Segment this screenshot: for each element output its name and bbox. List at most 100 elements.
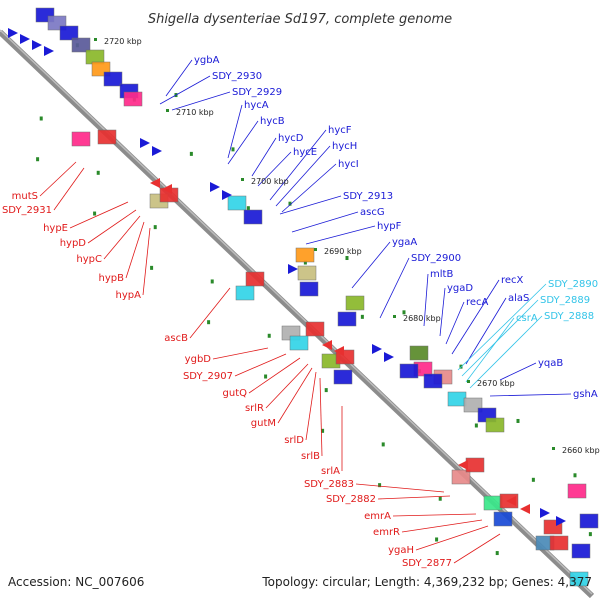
track-dot (150, 265, 154, 270)
track-dot (207, 320, 211, 325)
label-connector (379, 257, 410, 319)
gene-feature (297, 265, 317, 281)
forward-arrow (288, 264, 298, 274)
scale-tick-label: 2690 kbp (324, 247, 362, 256)
reverse-arrow (150, 178, 160, 188)
track-dot (303, 260, 307, 265)
gene-label: hycH (332, 141, 357, 152)
tick-mark (241, 178, 244, 181)
label-connector (305, 225, 376, 245)
gene-label: ascB (164, 333, 188, 344)
label-connector (279, 195, 342, 215)
label-connector (439, 287, 446, 337)
label-connector (103, 215, 141, 260)
gene-label: gutQ (223, 388, 248, 399)
tick-mark (552, 447, 555, 450)
gene-label: SDY_2913 (343, 191, 393, 202)
gene-feature (103, 71, 123, 87)
gene-label: alaS (508, 293, 529, 304)
gene-feature (123, 91, 143, 107)
gene-feature (97, 129, 117, 145)
gene-feature (483, 495, 503, 511)
track-dot (474, 423, 478, 428)
gene-label: mltB (430, 269, 453, 280)
scale-tick-label: 2660 kbp (562, 446, 600, 455)
track-dot (93, 211, 97, 216)
gene-feature (579, 513, 599, 529)
track-dot (573, 473, 577, 478)
label-connector (227, 120, 259, 165)
gene-label: srlR (245, 403, 264, 414)
gene-feature (549, 535, 569, 551)
reverse-arrow (506, 496, 516, 506)
gene-feature (447, 391, 467, 407)
label-connector (319, 377, 323, 457)
label-connector (227, 104, 243, 159)
scale-tick-label: 2670 kbp (477, 379, 515, 388)
reverse-arrow (334, 346, 344, 356)
tick-mark (166, 109, 169, 112)
track-dot (378, 483, 382, 488)
label-connector (423, 273, 429, 327)
track-dot (324, 388, 328, 393)
gene-label: SDY_2888 (544, 311, 594, 322)
gene-feature (567, 483, 587, 499)
forward-arrow (540, 508, 550, 518)
label-connector (377, 495, 451, 500)
label-connector (461, 299, 539, 377)
gene-feature (289, 335, 309, 351)
gene-feature (451, 469, 471, 485)
track-dot (360, 314, 364, 319)
track-dot (267, 333, 271, 338)
track-dot (402, 310, 406, 315)
label-connector (171, 91, 231, 111)
gene-label: yqaB (538, 358, 563, 369)
label-connector (251, 137, 277, 177)
label-connector (305, 371, 317, 441)
label-connector (265, 363, 309, 409)
label-connector (499, 362, 537, 381)
reverse-arrow (458, 460, 468, 470)
gene-feature (337, 311, 357, 327)
forward-arrow (222, 190, 232, 200)
track-dot (381, 442, 385, 447)
gene-feature (71, 37, 91, 53)
label-connector (465, 317, 515, 383)
gene-feature (227, 195, 247, 211)
topology-text: Topology: circular; Length: 4,369,232 bp… (261, 575, 592, 589)
gene-label: hypF (377, 221, 402, 232)
gene-label: SDY_2929 (232, 87, 282, 98)
label-connector (269, 129, 327, 201)
label-connector (125, 221, 145, 279)
gene-label: SDY_2900 (411, 253, 461, 264)
label-connector (457, 283, 547, 371)
gene-feature (423, 373, 443, 389)
gene-label: SDY_2883 (304, 479, 354, 490)
gene-label: SDY_2931 (2, 205, 52, 216)
gene-feature (59, 25, 79, 41)
label-connector (445, 301, 465, 345)
gene-label: recX (501, 275, 524, 286)
gene-feature (465, 457, 485, 473)
gene-label: SDY_2877 (402, 558, 452, 569)
gene-label: srlB (301, 451, 320, 462)
tick-mark (467, 380, 470, 383)
gene-feature (571, 543, 591, 559)
gene-feature (243, 209, 263, 225)
label-connector (355, 483, 445, 493)
gene-feature (569, 571, 589, 587)
forward-arrow (384, 352, 394, 362)
forward-arrow (44, 46, 54, 56)
forward-arrow (372, 344, 382, 354)
track-dot (435, 537, 439, 542)
gene-feature (245, 271, 265, 287)
gene-feature (71, 131, 91, 147)
label-connector (159, 75, 211, 105)
label-connector (189, 287, 231, 339)
gene-label: SDY_2930 (212, 71, 262, 82)
forward-arrow (556, 516, 566, 526)
forward-arrow (20, 34, 30, 44)
gene-label: ygbA (194, 55, 220, 66)
tick-mark (314, 248, 317, 251)
gene-feature (299, 281, 319, 297)
